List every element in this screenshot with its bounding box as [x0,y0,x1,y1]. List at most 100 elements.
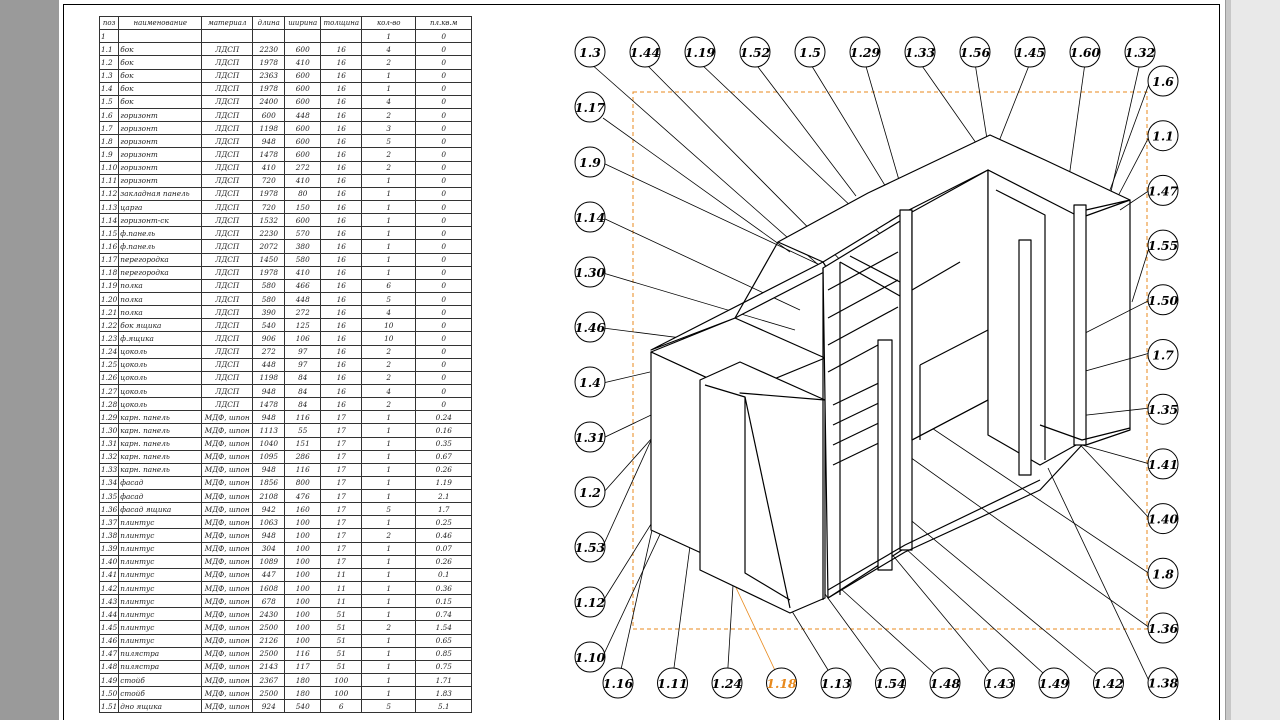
callout-1-53[interactable]: 1.53 [574,531,606,563]
callout-label: 1.47 [1148,183,1179,198]
spec-header-row: поз наименование материал длина ширина т… [98,15,473,31]
callout-1-48[interactable]: 1.48 [929,667,961,699]
callout-circle [1147,667,1179,699]
callout-1-40[interactable]: 1.40 [1147,503,1179,535]
callout-1-55[interactable]: 1.55 [1147,229,1179,261]
callout-1-13[interactable]: 1.13 [820,667,852,699]
callout-1-12[interactable]: 1.12 [574,586,606,618]
callout-1-2[interactable]: 1.2 [574,476,606,508]
callout-1-10[interactable]: 1.10 [574,641,606,673]
callout-1-43[interactable]: 1.43 [984,667,1015,699]
callout-1-31[interactable]: 1.31 [574,421,606,453]
callout-1-11[interactable]: 1.11 [657,667,688,699]
callout-label: 1.2 [579,485,601,500]
callout-circle [574,311,606,343]
callout-1-38[interactable]: 1.38 [1147,667,1179,699]
callout-circle [929,667,961,699]
cell-area: 0 [415,265,473,280]
cell-area: 0 [415,370,473,385]
callout-label: 1.43 [984,676,1015,691]
callout-circle [904,36,936,68]
callout-1-6[interactable]: 1.6 [1147,65,1179,97]
callout-1-1[interactable]: 1.1 [1147,120,1179,152]
callout-1-36[interactable]: 1.36 [1147,612,1179,644]
callout-1-8[interactable]: 1.8 [1147,557,1179,589]
callout-1-49[interactable]: 1.49 [1038,667,1070,699]
callout-label: 1.31 [575,430,605,445]
callout-circle [1147,448,1179,480]
callout-circle [574,366,606,398]
callout-1-9[interactable]: 1.9 [574,146,606,178]
cell-length: 924 [252,699,286,714]
cell-pos: 1.26 [98,370,120,385]
callout-circle [1147,503,1179,535]
callout-label: 1.60 [1070,45,1101,60]
callout-1-42[interactable]: 1.42 [1093,667,1124,699]
callout-1-19[interactable]: 1.19 [684,36,716,68]
callout-1-52[interactable]: 1.52 [739,36,771,68]
callout-circle [574,641,606,673]
callout-circle [984,667,1015,699]
callout-1-3[interactable]: 1.3 [574,36,606,68]
callout-1-47[interactable]: 1.47 [1147,174,1179,206]
cell-pos: 1.25 [98,357,120,372]
cell-width: 116 [284,410,322,425]
callout-1-33[interactable]: 1.33 [904,36,936,68]
cell-pos: 1.43 [98,594,120,609]
cell-name: перегородка [118,252,203,267]
callout-1-17[interactable]: 1.17 [574,91,606,123]
callout-1-18[interactable]: 1.18 [766,667,797,699]
callout-1-44[interactable]: 1.44 [629,36,661,68]
cell-name: перегородка [118,265,203,280]
callout-1-32[interactable]: 1.32 [1124,36,1156,68]
callout-1-16[interactable]: 1.16 [602,667,634,699]
callout-1-30[interactable]: 1.30 [574,256,606,288]
callout-label: 1.45 [1015,45,1045,60]
panel-splitter[interactable] [1226,0,1231,720]
cell-area: 0.67 [415,449,473,464]
callout-1-4[interactable]: 1.4 [574,366,606,398]
callout-label: 1.19 [685,45,716,60]
cell-area: 0 [415,291,473,307]
cell-pos: 1.21 [98,305,120,320]
callout-1-24[interactable]: 1.24 [711,667,743,699]
cell-length: 390 [252,305,286,320]
callout-circle [1147,229,1179,261]
callout-label: 1.6 [1152,74,1174,89]
callout-1-60[interactable]: 1.60 [1069,36,1101,68]
callout-1-50[interactable]: 1.50 [1147,284,1179,316]
callout-1-35[interactable]: 1.35 [1147,393,1179,425]
cell-thickness: 17 [320,462,363,477]
callout-1-29[interactable]: 1.29 [849,36,881,68]
callout-label: 1.18 [766,676,797,691]
cell-pos: 1.30 [98,423,120,438]
callout-1-14[interactable]: 1.14 [574,201,606,233]
right-panel [1226,0,1280,720]
callout-1-5[interactable]: 1.5 [794,36,826,68]
callout-1-56[interactable]: 1.56 [959,36,991,68]
callout-1-7[interactable]: 1.7 [1147,339,1179,370]
cell-width: 97 [284,344,322,359]
callout-1-54[interactable]: 1.54 [875,667,906,699]
callout-1-45[interactable]: 1.45 [1014,36,1046,68]
cell-length: 580 [252,291,286,307]
callout-circle [1038,667,1070,699]
callout-label: 1.29 [850,45,881,60]
callout-1-41[interactable]: 1.41 [1147,448,1179,480]
callout-1-46[interactable]: 1.46 [574,311,606,343]
